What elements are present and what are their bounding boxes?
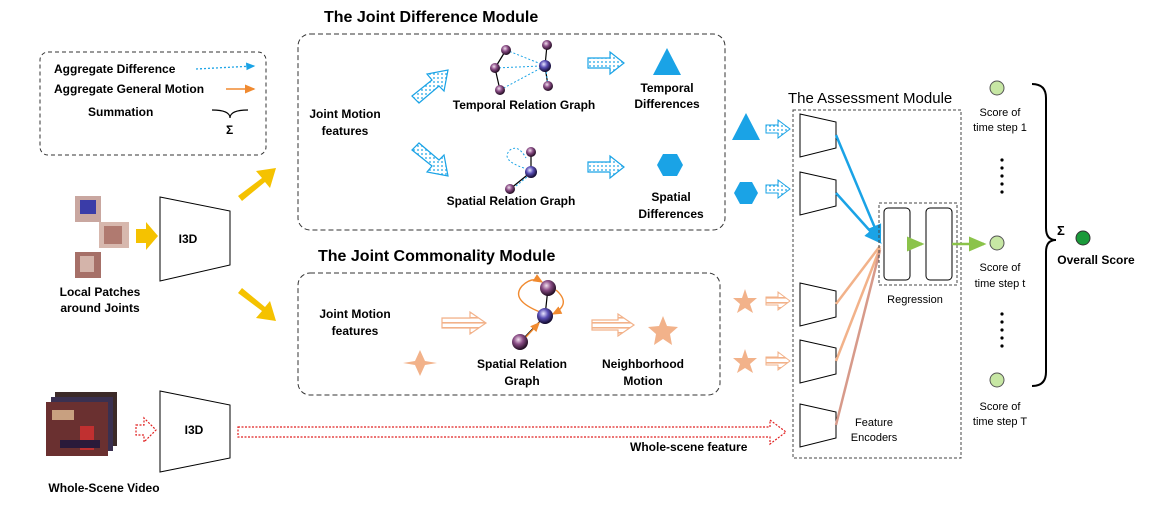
temporal-differences-label-1: Temporal — [640, 81, 693, 95]
spatial-relation-graph-label: Spatial Relation Graph — [447, 194, 576, 208]
small-orange-arrow-1-icon — [765, 291, 791, 311]
yellow-arrow-icon — [136, 222, 158, 250]
peach-line-1 — [835, 245, 881, 305]
neighborhood-motion-label-1: Neighborhood — [602, 357, 684, 371]
triangle-input-icon — [732, 113, 760, 140]
encoder-2 — [799, 171, 837, 216]
assessment-module-box — [792, 109, 962, 459]
legend: Aggregate Difference Aggregate General M… — [39, 51, 267, 156]
peach-line-2 — [834, 247, 882, 362]
score-step-T-circle — [989, 372, 1005, 388]
legend-summation: Summation — [88, 105, 153, 119]
five-point-star-icon — [648, 316, 678, 345]
encoder-3 — [799, 282, 837, 327]
regression-layer-1 — [883, 207, 911, 281]
temporal-relation-graph-label: Temporal Relation Graph — [453, 98, 595, 112]
blue-arrow-to-spatial-icon — [587, 154, 625, 180]
star-input-2-icon — [733, 349, 757, 373]
legend-brace-icon — [211, 109, 249, 119]
scene-line — [834, 249, 882, 426]
score-step-1-label-1: Score of — [980, 107, 1022, 119]
commonality-joint-motion-label-1: Joint Motion — [319, 307, 390, 321]
legend-sigma: Σ — [226, 123, 233, 137]
local-patches-label-1: Local Patches — [60, 285, 141, 299]
temporal-differences-label-2: Differences — [634, 97, 700, 111]
whole-scene-long-arrow-icon — [237, 418, 787, 446]
encoder-1 — [799, 113, 837, 158]
temporal-relation-graph-icon — [490, 40, 553, 95]
encoder-5 — [799, 403, 837, 448]
spatial-differences-label-1: Spatial — [651, 190, 690, 204]
vertical-dots-2-icon — [1000, 312, 1004, 348]
commonality-module-box — [297, 272, 721, 396]
overall-score-circle — [1075, 230, 1091, 246]
score-step-t-label-1: Score of — [980, 262, 1022, 274]
spatial-relation-graph-common-icon — [512, 274, 564, 350]
yellow-arrow-down-icon — [238, 288, 276, 321]
difference-module-title: The Joint Difference Module — [324, 9, 538, 26]
summation-brace-icon — [1031, 83, 1057, 387]
small-orange-arrow-2-icon — [765, 351, 791, 371]
score-step-t-label-2: time step t — [975, 278, 1026, 290]
local-patches-label-2: around Joints — [60, 301, 140, 315]
vertical-dots-1-icon — [1000, 158, 1004, 194]
commonality-module-title: The Joint Commonality Module — [318, 248, 555, 265]
blue-line-1 — [834, 134, 882, 243]
blue-arrow-to-temporal-icon — [587, 50, 625, 76]
i3d-bottom-block — [159, 390, 231, 473]
encoder-4 — [799, 339, 837, 384]
i3d-top-block — [159, 196, 231, 282]
four-point-star-icon — [403, 350, 437, 376]
commonality-joint-motion-label-2: features — [332, 324, 379, 338]
score-step-1-circle — [989, 80, 1005, 96]
regression-layer-2 — [925, 207, 953, 281]
blue-line-2 — [835, 192, 882, 244]
orange-arrow-to-graph-icon — [441, 310, 488, 336]
neighborhood-motion-label-2: Motion — [623, 374, 662, 388]
feature-encoders-label-2: Encoders — [851, 432, 898, 444]
regression-label: Regression — [887, 294, 943, 306]
summation-sigma: Σ — [1057, 223, 1065, 238]
score-step-T-label-1: Score of — [980, 401, 1022, 413]
commonality-spatial-graph-label-2: Graph — [504, 374, 539, 388]
legend-aggregate-difference: Aggregate Difference — [54, 62, 176, 76]
red-dotted-arrow-icon — [135, 416, 157, 444]
star-input-1-icon — [733, 289, 757, 313]
difference-joint-motion-label-2: features — [322, 124, 369, 138]
i3d-bottom-label: I3D — [185, 423, 204, 437]
score-step-1-label-2: time step 1 — [973, 122, 1027, 134]
blue-block-arrow-down-icon — [411, 142, 449, 177]
whole-scene-video-images — [46, 392, 117, 456]
score-step-T-label-2: time step T — [973, 416, 1027, 428]
difference-joint-motion-label-1: Joint Motion — [309, 107, 380, 121]
commonality-spatial-graph-label-1: Spatial Relation — [477, 357, 567, 371]
i3d-top-label: I3D — [179, 232, 198, 246]
whole-scene-video-label: Whole-Scene Video — [48, 481, 159, 495]
hexagon-input-icon — [734, 182, 758, 204]
legend-aggregate-general-motion: Aggregate General Motion — [54, 82, 204, 96]
assessment-module-title: The Assessment Module — [788, 90, 952, 107]
difference-module-box — [297, 33, 726, 231]
feature-encoders-label-1: Feature — [855, 417, 893, 429]
legend-dotted-blue-arrow-icon — [195, 62, 256, 71]
small-blue-arrow-2-icon — [765, 179, 791, 199]
spatial-relation-graph-diff-icon — [505, 147, 537, 194]
small-blue-arrow-1-icon — [765, 119, 791, 139]
triangle-icon — [653, 48, 681, 75]
whole-scene-feature-label: Whole-scene feature — [630, 440, 748, 454]
blue-block-arrow-up-icon — [411, 69, 449, 104]
yellow-arrow-up-icon — [238, 168, 276, 201]
spatial-differences-label-2: Differences — [638, 207, 704, 221]
overall-score-label: Overall Score — [1057, 253, 1135, 267]
hexagon-icon — [657, 154, 683, 176]
orange-arrow-to-star-icon — [591, 312, 636, 338]
score-step-t-circle — [989, 235, 1005, 251]
local-patches-images — [75, 196, 129, 278]
